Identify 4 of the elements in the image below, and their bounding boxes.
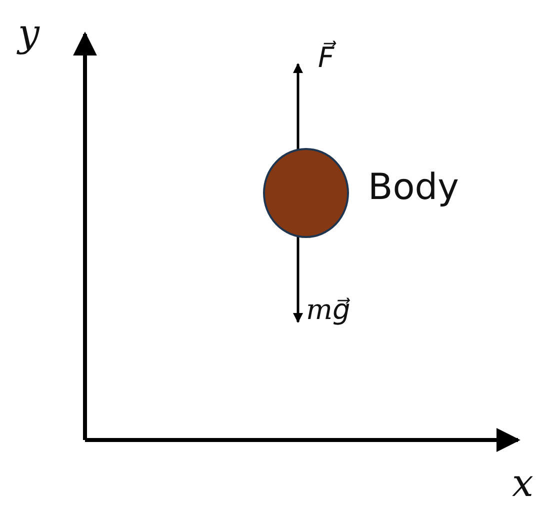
force-label: mg⃗ (306, 296, 350, 324)
axis-label: y (18, 14, 40, 52)
body-label: Body (368, 170, 459, 206)
axis-label: x (512, 464, 534, 502)
